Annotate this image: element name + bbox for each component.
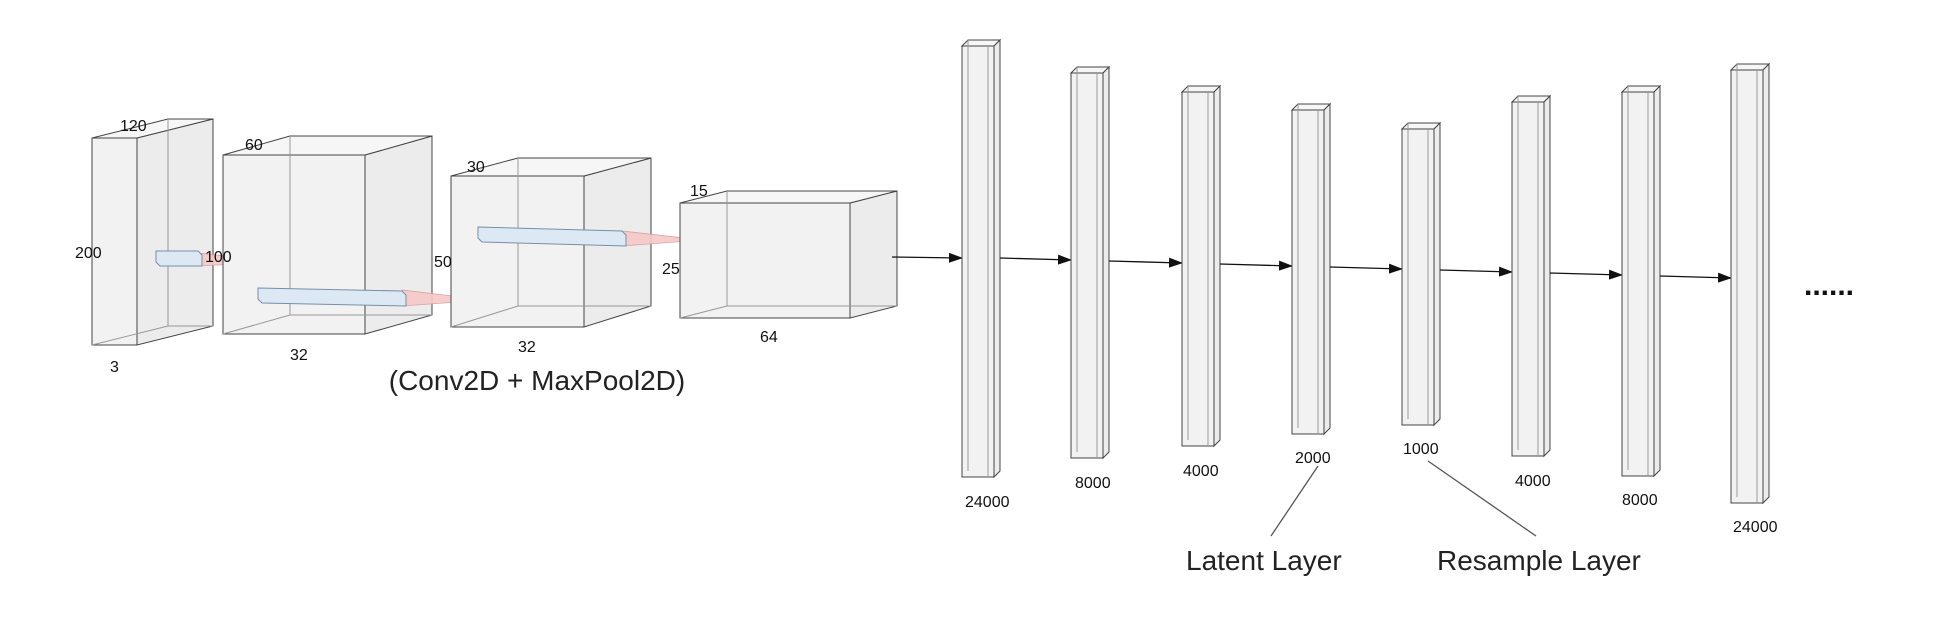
dense-layer-size-label: 4000 <box>1515 473 1551 490</box>
dense-layer-size-label: 1000 <box>1403 441 1439 458</box>
conv-kernel-2 <box>257 287 487 307</box>
conv-block-3-height-label: 50 <box>434 254 452 271</box>
dense-layer-5: 1000 <box>1400 121 1442 458</box>
connection-arrow <box>999 254 1072 265</box>
latent-layer-label: Latent Layer <box>1186 545 1342 576</box>
connection-arrow <box>1329 263 1403 274</box>
dense-layer-side <box>1762 62 1770 505</box>
dense-layer-front <box>1070 72 1104 459</box>
dense-layer-side <box>1323 102 1331 436</box>
dense-layer-2: 8000 <box>1069 65 1111 492</box>
kernel-bar <box>155 250 203 267</box>
conv-block-4-depth-label: 64 <box>760 329 778 346</box>
dense-layer-size-label: 4000 <box>1183 463 1219 480</box>
dense-layer-front <box>1401 128 1435 426</box>
conv-block-1: 120 200 3 <box>75 118 214 376</box>
dense-layer-front <box>1291 109 1325 435</box>
connection-arrow <box>1659 272 1732 283</box>
dense-layer-1: 24000 <box>960 38 1010 511</box>
dense-layer-3: 4000 <box>1180 84 1222 480</box>
connection-arrow <box>1549 269 1623 280</box>
kernel-bar <box>257 287 407 307</box>
dense-layer-front <box>1181 91 1215 447</box>
dense-layer-front <box>1511 101 1545 457</box>
dense-layer-side <box>1213 84 1221 448</box>
dense-layer-side <box>1433 121 1441 427</box>
continuation-dots: ...... <box>1804 269 1854 302</box>
conv-block-4-front <box>679 202 851 319</box>
dense-layer-side <box>1653 84 1661 478</box>
conv-caption: (Conv2D + MaxPool2D) <box>389 365 685 396</box>
conv-block-3-depth-label: 32 <box>518 339 536 356</box>
dense-layer-size-label: 8000 <box>1075 475 1111 492</box>
dense-layer-size-label: 8000 <box>1622 492 1658 509</box>
conv-block-4-width-label: 15 <box>690 183 708 200</box>
conv-block-2-depth-label: 32 <box>290 347 308 364</box>
dense-layer-size-label: 24000 <box>965 494 1010 511</box>
dense-layer-8: 24000 <box>1729 62 1778 536</box>
conv-block-1-side <box>136 118 214 346</box>
conv-block-3: 30 50 32 <box>434 157 652 356</box>
conv-block-2: 60 100 32 <box>205 135 433 364</box>
resample-layer-label: Resample Layer <box>1437 545 1641 576</box>
dense-layer-4: 2000 <box>1290 102 1332 467</box>
dense-layer-6: 4000 <box>1510 94 1552 490</box>
conv-block-1-height-label: 200 <box>75 245 102 262</box>
connection-arrow <box>1108 257 1183 268</box>
dense-layer-stack: 24000 8000 4000 2000 1000 4000 8000 24000 <box>960 38 1778 536</box>
conv-block-1-depth-label: 3 <box>110 359 119 376</box>
dense-layer-front <box>961 45 995 478</box>
connection-arrow <box>1439 266 1513 277</box>
conv-block-3-width-label: 30 <box>467 159 485 176</box>
dense-layer-size-label: 2000 <box>1295 450 1331 467</box>
dense-layer-side <box>1102 65 1110 460</box>
dense-layer-side <box>993 38 1001 479</box>
conv-kernel-3 <box>477 226 703 247</box>
dense-layer-front <box>1621 91 1655 477</box>
dense-layer-side <box>1543 94 1551 458</box>
conv-block-4-side <box>849 190 898 319</box>
conv-block-4-height-label: 25 <box>662 261 680 278</box>
conv-block-1-width-label: 120 <box>120 118 147 135</box>
conv-block-4: 15 25 64 <box>662 183 898 346</box>
conv-block-2-width-label: 60 <box>245 137 263 154</box>
latent-callout-line <box>1270 465 1319 537</box>
dense-layer-7: 8000 <box>1620 84 1662 509</box>
conv-block-1-front <box>91 137 138 346</box>
connection-arrow <box>1219 260 1293 271</box>
kernel-bar <box>477 226 627 247</box>
connection-arrow-conv-to-dense <box>891 252 963 263</box>
conv-block-2-front <box>222 154 366 335</box>
dense-layer-size-label: 24000 <box>1733 519 1778 536</box>
dense-layer-front <box>1730 69 1764 504</box>
conv-block-2-height-label: 100 <box>205 249 232 266</box>
resample-callout-line <box>1427 460 1537 537</box>
